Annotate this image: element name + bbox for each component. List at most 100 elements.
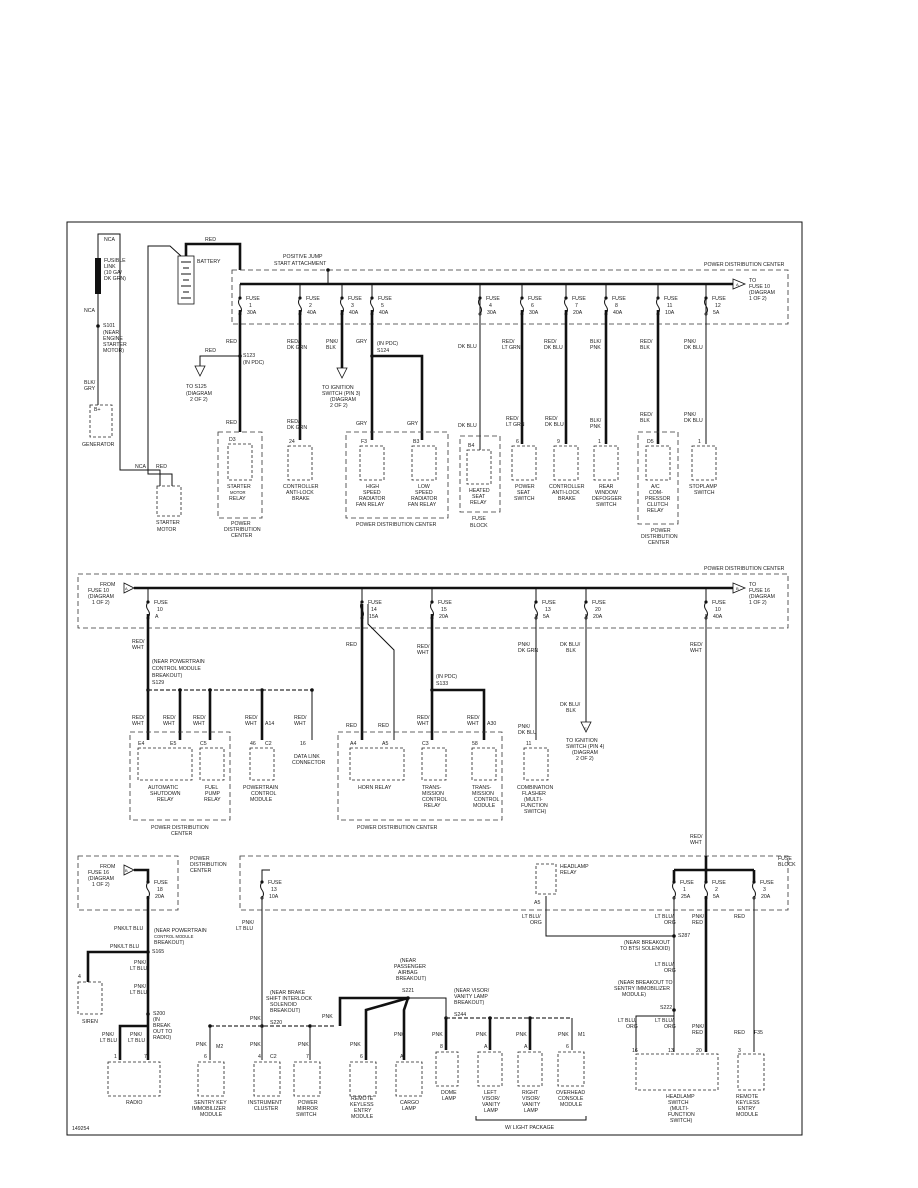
svg-text:LAMP: LAMP — [402, 1106, 417, 1112]
svg-text:FUSE: FUSE — [760, 880, 774, 886]
svg-text:S133: S133 — [436, 681, 448, 687]
svg-text:C5: C5 — [200, 741, 207, 747]
svg-text:46: 46 — [250, 741, 256, 747]
svg-text:SIREN: SIREN — [82, 1019, 98, 1025]
svg-text:HEADLAMP: HEADLAMP — [560, 864, 589, 870]
svg-text:LT BLU: LT BLU — [130, 990, 147, 996]
svg-text:FAN RELAY: FAN RELAY — [356, 502, 385, 508]
svg-text:RELAY: RELAY — [647, 508, 664, 514]
svg-text:BLK: BLK — [566, 648, 576, 654]
svg-text:A: A — [125, 586, 128, 591]
svg-text:FUEL: FUEL — [205, 785, 218, 791]
svg-text:A5: A5 — [382, 741, 388, 747]
svg-text:1: 1 — [683, 887, 686, 893]
svg-text:S124: S124 — [377, 348, 389, 354]
svg-text:MODULE: MODULE — [250, 797, 273, 803]
svg-text:PNK/: PNK/ — [692, 1024, 705, 1030]
svg-text:VISOR/: VISOR/ — [482, 1096, 500, 1102]
svg-text:RED/: RED/ — [417, 715, 430, 721]
svg-text:LT BLU: LT BLU — [100, 1038, 117, 1044]
svg-text:C3: C3 — [422, 741, 429, 747]
svg-text:FUSE: FUSE — [712, 600, 726, 606]
svg-text:20: 20 — [595, 607, 601, 613]
battery: BATTERY RED — [177, 237, 221, 305]
svg-text:SWITCH): SWITCH) — [670, 1118, 692, 1124]
svg-text:11: 11 — [526, 741, 531, 747]
svg-text:SEAT: SEAT — [517, 490, 531, 496]
battery-positive-wire — [184, 242, 242, 270]
svg-text:IMMOBILIZER: IMMOBILIZER — [192, 1106, 226, 1112]
svg-text:DISTRIBUTION: DISTRIBUTION — [190, 862, 227, 868]
figure-id: 149254 — [72, 1126, 89, 1132]
svg-text:(DIAGRAM: (DIAGRAM — [186, 391, 212, 397]
starter-motor: NCA RED STARTER MOTOR — [135, 464, 182, 533]
svg-text:LT BLU/: LT BLU/ — [655, 914, 674, 920]
pdc2-fuse-row: FUSE10AFUSE1415AFUSE1520AFUSE135AFUSE202… — [146, 588, 726, 620]
svg-text:BLK/: BLK/ — [590, 339, 602, 345]
row3-components: SIREN RADIO SENTRY KEY IMMOBILIZER MODUL… — [77, 981, 765, 1131]
svg-text:S221: S221 — [402, 988, 414, 994]
svg-text:DK BLU: DK BLU — [458, 423, 477, 429]
svg-text:LT BLU/: LT BLU/ — [522, 914, 541, 920]
svg-text:HEATED: HEATED — [469, 488, 490, 494]
svg-text:TO IGNITION: TO IGNITION — [322, 385, 354, 391]
svg-text:FUSE: FUSE — [664, 296, 678, 302]
svg-text:FUSE: FUSE — [528, 296, 542, 302]
fusible-link-feed — [97, 233, 161, 486]
diagram-frame — [66, 221, 803, 1136]
svg-text:CONTROL MODULE: CONTROL MODULE — [152, 666, 201, 672]
svg-text:(NEAR: (NEAR — [103, 330, 119, 336]
svg-text:RED/: RED/ — [690, 834, 703, 840]
svg-text:1 OF 2): 1 OF 2) — [92, 882, 110, 888]
svg-text:MODULE: MODULE — [473, 803, 496, 809]
svg-text:12: 12 — [715, 303, 721, 309]
svg-text:STARTER: STARTER — [227, 484, 251, 490]
svg-text:DK GRN: DK GRN — [287, 425, 307, 431]
svg-text:SWITCH): SWITCH) — [524, 809, 546, 815]
svg-text:PNK/: PNK/ — [518, 642, 531, 648]
svg-text:6: 6 — [360, 1054, 363, 1060]
svg-text:POWER: POWER — [651, 528, 671, 534]
svg-text:10A: 10A — [665, 310, 675, 316]
svg-text:LT BLU/: LT BLU/ — [655, 962, 674, 968]
svg-text:GRY: GRY — [407, 421, 419, 427]
svg-text:FUSE 16: FUSE 16 — [749, 588, 770, 594]
svg-text:RELAY: RELAY — [470, 500, 487, 506]
svg-text:SWITCH: SWITCH — [596, 502, 617, 508]
svg-text:BLK: BLK — [640, 418, 650, 424]
svg-text:MISSION: MISSION — [472, 791, 494, 797]
svg-text:TO S125: TO S125 — [186, 384, 207, 390]
svg-text:DK GRN: DK GRN — [518, 648, 538, 654]
svg-text:FUSE: FUSE — [472, 516, 486, 522]
svg-text:POWER DISTRIBUTION: POWER DISTRIBUTION — [151, 825, 209, 831]
svg-text:E5: E5 — [170, 741, 176, 747]
svg-text:RIGHT: RIGHT — [522, 1090, 539, 1096]
svg-text:MODULE: MODULE — [200, 1112, 223, 1118]
svg-text:5A: 5A — [543, 614, 550, 620]
svg-text:DK BLU: DK BLU — [518, 730, 537, 736]
svg-text:SHUTDOWN: SHUTDOWN — [150, 791, 181, 797]
svg-text:2: 2 — [309, 303, 312, 309]
svg-text:STARTER: STARTER — [103, 342, 127, 348]
svg-text:FUSE: FUSE — [438, 600, 452, 606]
svg-text:PNK/: PNK/ — [692, 914, 705, 920]
svg-text:ENGINE: ENGINE — [103, 336, 123, 342]
svg-text:W/ LIGHT PACKAGE: W/ LIGHT PACKAGE — [505, 1125, 555, 1131]
svg-text:SWITCH: SWITCH — [668, 1100, 689, 1106]
svg-text:FUSE: FUSE — [778, 856, 792, 862]
svg-text:HEADLAMP: HEADLAMP — [666, 1094, 695, 1100]
svg-text:20A: 20A — [573, 310, 583, 316]
svg-text:PNK/: PNK/ — [134, 960, 147, 966]
svg-text:RELAY: RELAY — [157, 797, 174, 803]
svg-text:LT GRN: LT GRN — [502, 345, 521, 351]
svg-text:6: 6 — [566, 1044, 569, 1050]
svg-text:1 OF 2): 1 OF 2) — [749, 600, 767, 606]
svg-text:CENTER: CENTER — [190, 868, 212, 874]
svg-text:TRANS-: TRANS- — [422, 785, 442, 791]
svg-text:30A: 30A — [529, 310, 539, 316]
svg-text:LT BLU: LT BLU — [128, 1038, 145, 1044]
